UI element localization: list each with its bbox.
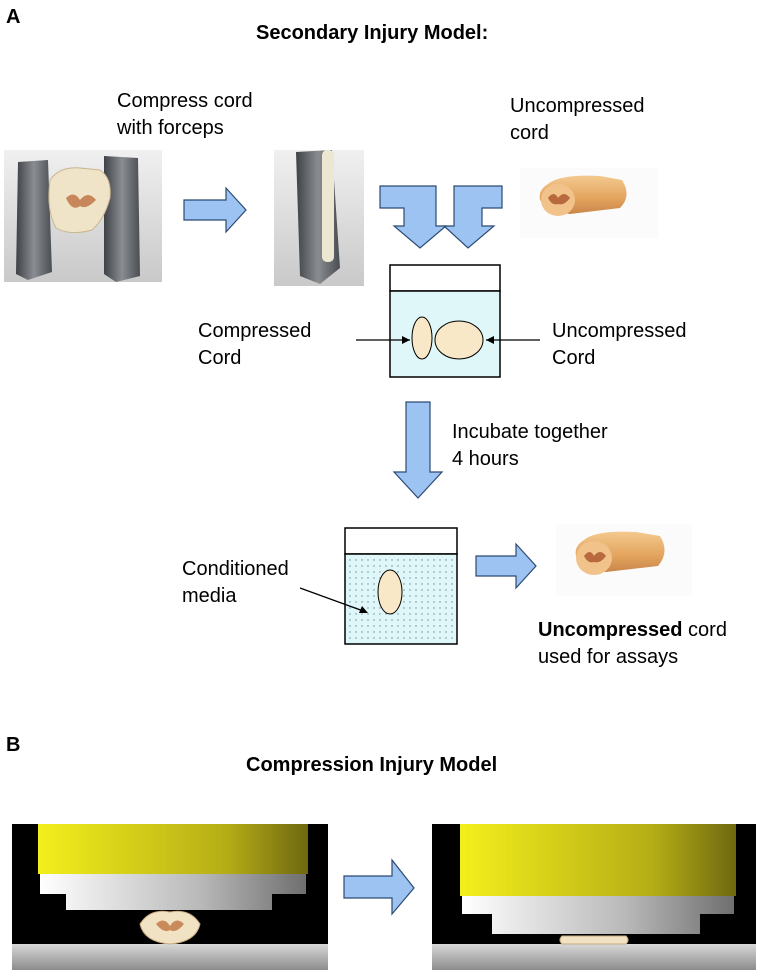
panel-a-title: Secondary Injury Model:	[256, 22, 489, 44]
label-uncompressed-cord-top: Uncompressed cord	[510, 95, 645, 144]
label-incubate: Incubate together 4 hours	[452, 421, 608, 470]
label-compress-cord: Compress cord with forceps	[117, 90, 253, 139]
label-uncompressed-cord-side: Uncompressed Cord	[552, 320, 687, 369]
panel-a-letter: A	[6, 6, 21, 28]
panel-b-letter: B	[6, 734, 21, 756]
cord-cross-section-after	[559, 935, 629, 945]
arrow-right-3	[343, 858, 415, 916]
arrow-right-2	[475, 542, 537, 590]
label-compressed-cord: Compressed Cord	[198, 320, 312, 369]
result-rest: cord	[682, 619, 727, 641]
uncompressed-cord-in-media	[377, 569, 403, 615]
compression-device-after	[432, 824, 756, 970]
forceps-compressing-cord-image	[4, 150, 162, 282]
arrow-bent-down-left	[379, 185, 448, 249]
conditioned-media-pointer	[299, 587, 367, 613]
result-line2: used for assays	[538, 646, 679, 668]
compressed-cord-in-container	[411, 316, 433, 360]
arrow-right-1	[183, 186, 247, 234]
uncompressed-cord-image-top	[520, 168, 658, 238]
compression-device-before	[12, 824, 328, 970]
label-conditioned-media: Conditioned media	[182, 558, 289, 607]
result-bold-word: Uncompressed	[538, 619, 683, 641]
forceps-closed-image	[274, 150, 364, 286]
label-result: Uncompressed cord used for assays	[538, 617, 727, 671]
arrow-down	[392, 401, 444, 499]
incubation-container	[389, 264, 501, 378]
arrow-bent-down-right	[442, 185, 503, 249]
conditioned-media-container	[344, 527, 458, 645]
uncompressed-cord-in-container	[434, 320, 484, 360]
uncompressed-cord-image-result	[556, 524, 692, 596]
panel-b-title: Compression Injury Model	[246, 754, 498, 776]
